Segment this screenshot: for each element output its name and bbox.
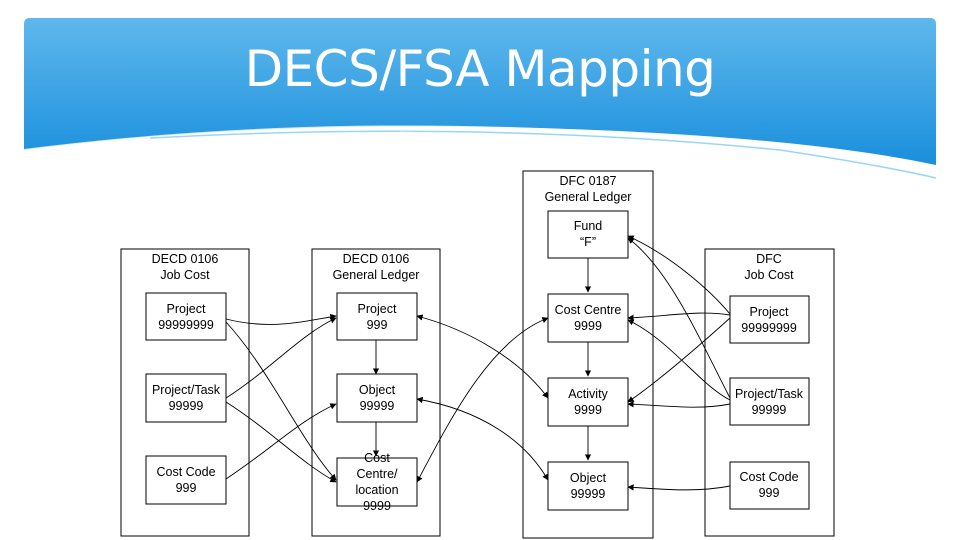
node-gl-object: Object 99999 <box>336 373 418 423</box>
node-dfc-activity: Activity 9999 <box>547 377 629 427</box>
swoosh-line <box>399 131 937 191</box>
node-value: 99999 <box>752 403 787 417</box>
node-label: Project/Task <box>735 387 804 401</box>
node-label: Cost Code <box>156 465 215 479</box>
node-label: Cost Centre <box>555 303 622 317</box>
node-dfcj-cost-code: Cost Code 999 <box>729 461 810 510</box>
node-label: Project <box>358 302 397 316</box>
group-title-line: Job Cost <box>160 268 210 282</box>
node-value: 99999 <box>169 399 204 413</box>
slide-title: DECS/FSA Mapping <box>244 40 716 98</box>
node-label: Project/Task <box>152 383 221 397</box>
node-value: “F” <box>580 235 596 249</box>
node-label: Centre/ <box>357 467 399 481</box>
group-title-line: Job Cost <box>744 268 794 282</box>
node-value: 999 <box>367 318 388 332</box>
title-band <box>23 18 937 191</box>
node-gl-cost-centre: Cost Centre/ location 9999 <box>336 451 418 513</box>
group-title-line: DFC 0187 <box>560 174 617 188</box>
group-title-line: DECD 0106 <box>152 252 219 266</box>
connector <box>627 401 731 408</box>
node-gl-project: Project 999 <box>336 292 418 341</box>
connector <box>627 312 731 321</box>
node-label: Cost Code <box>739 470 798 484</box>
connector <box>225 313 337 325</box>
node-value: 999 <box>176 481 197 495</box>
title-band-shape <box>24 18 936 165</box>
connector <box>627 319 731 401</box>
node-label: Project <box>167 302 206 316</box>
group-title-line: General Ledger <box>333 268 420 282</box>
node-label: Activity <box>568 387 608 401</box>
connectors <box>225 235 731 491</box>
node-dfc-fund: Fund “F” <box>547 210 629 259</box>
group-title-line: DECD 0106 <box>343 252 410 266</box>
node-value: 9999 <box>363 499 391 513</box>
connector <box>627 235 731 315</box>
node-decd-project-task: Project/Task 99999 <box>145 373 227 423</box>
node-dfcj-project-task: Project/Task 99999 <box>729 377 810 426</box>
connector <box>627 317 731 403</box>
node-dfc-cost-centre: Cost Centre 9999 <box>547 293 629 343</box>
group-title-line: General Ledger <box>545 190 632 204</box>
node-decd-cost-code: Cost Code 999 <box>145 455 227 505</box>
swoosh-line <box>23 125 937 189</box>
connector <box>225 321 337 481</box>
node-label: Object <box>570 471 607 485</box>
node-value: 99999 <box>360 399 395 413</box>
node-value: 99999999 <box>741 321 797 335</box>
node-label: Project <box>750 305 789 319</box>
connector <box>225 403 337 480</box>
connector <box>225 401 337 483</box>
node-value: 99999999 <box>158 318 214 332</box>
swoosh-line <box>149 130 937 179</box>
node-label: Fund <box>574 219 603 233</box>
node-value: 999 <box>759 486 780 500</box>
node-label: Cost <box>364 451 390 465</box>
connector <box>627 237 731 399</box>
node-value: 9999 <box>574 403 602 417</box>
node-dfc-object: Object 99999 <box>547 461 629 511</box>
node-label: Object <box>359 383 396 397</box>
node-label: location <box>355 483 398 497</box>
group-title-line: DFC <box>756 252 782 266</box>
connector <box>225 317 337 399</box>
connector <box>416 317 549 483</box>
node-decd-project: Project 99999999 <box>145 292 227 341</box>
node-value: 9999 <box>574 319 602 333</box>
connector <box>627 484 731 491</box>
node-dfcj-project: Project 99999999 <box>729 295 810 344</box>
node-value: 99999 <box>571 487 606 501</box>
